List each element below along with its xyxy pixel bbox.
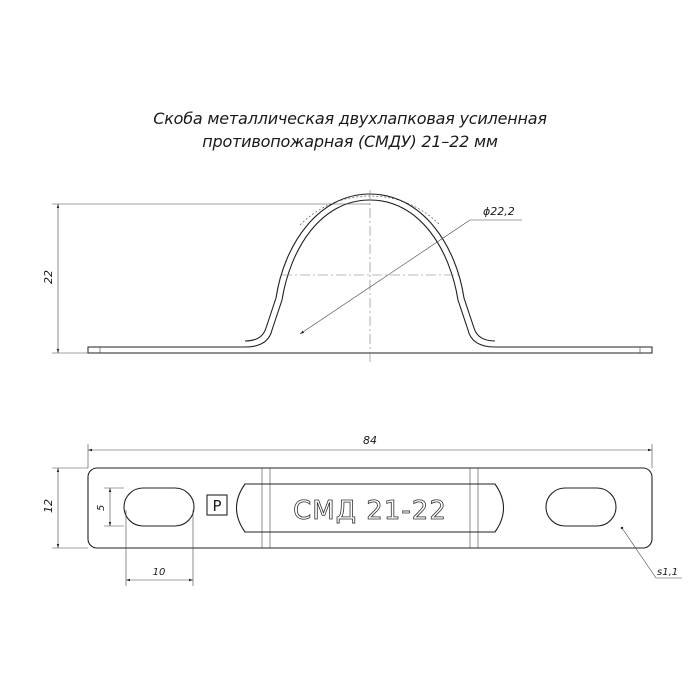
clamp-plate-outline — [87, 467, 653, 549]
length-dimension-label: 84 — [363, 434, 377, 447]
drawing-title-line-2: противопожарная (СМДУ) 21–22 мм — [202, 132, 498, 151]
emboss-plate — [235, 483, 505, 533]
logo-glyph: Р — [212, 497, 221, 515]
left-mounting-slot — [123, 487, 195, 527]
diameter-dimension-label: ϕ22,2 — [483, 205, 515, 218]
slot-length-dimension-label: 10 — [153, 567, 166, 578]
width-dimension-label: 12 — [42, 499, 55, 513]
drawing-title-line-1: Скоба металлическая двухлапковая усиленн… — [153, 109, 547, 128]
side-view: 22 ϕ22,2 — [42, 190, 653, 365]
clamp-side-outer — [87, 199, 653, 354]
right-mounting-slot — [545, 487, 617, 527]
slot-height-dimension-label: 5 — [96, 505, 107, 511]
height-dimension-label: 22 — [42, 270, 55, 284]
emboss-text: СМД 21-22 — [293, 496, 447, 526]
top-view: СМД 21-22 Р 84 12 5 10 s1,1 — [42, 434, 682, 586]
thickness-dimension-label: s1,1 — [657, 567, 678, 578]
manufacturer-logo — [206, 494, 228, 516]
